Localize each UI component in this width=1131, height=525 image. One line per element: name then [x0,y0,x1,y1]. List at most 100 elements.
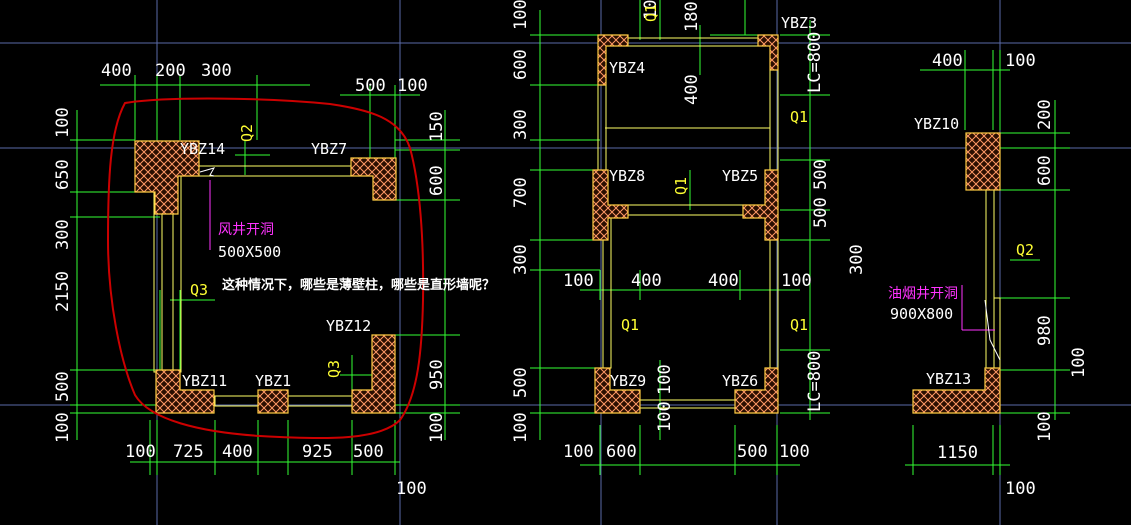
dim-right-top-2: 100 [1005,51,1036,71]
label-ybz7: YBZ7 [311,140,347,158]
label-ybz12: YBZ12 [326,317,371,335]
label-q3-vertical: Q3 [325,360,343,378]
dim-right-top-1: 400 [932,51,963,71]
dim-mid-r-2: 500 [811,159,831,190]
column-ybz13 [912,367,1001,414]
label-q1-top: Q1 [642,4,660,22]
label-q1-middle: Q1 [672,177,690,195]
label-ybz5: YBZ5 [722,167,758,185]
dim-left-v-4: 2150 [53,271,73,312]
label-q1-right-upper: Q1 [790,108,808,126]
dim-left-r-4: 100 [427,412,447,443]
label-q3-left: Q3 [190,281,208,299]
dim-mid-mid-2: 400 [631,271,662,291]
dim-right-bottom-1: 1150 [937,443,978,463]
dim-left-r-3: 950 [427,359,447,390]
dim-mid-vert-3: 100 [655,364,675,395]
left-dimension-lines [70,75,460,475]
column-ybz5 [742,169,779,241]
revision-cloud [106,97,425,440]
opening-name-left: 风井开洞 [218,222,274,238]
label-q1-lower-left: Q1 [621,316,639,334]
label-ybz8: YBZ8 [609,167,645,185]
dim-left-bottom-extra: 100 [396,479,427,499]
dim-mid-mid-4: 100 [781,271,812,291]
dim-left-r-2: 600 [427,165,447,196]
dim-left-topright-2: 100 [397,76,428,96]
dim-left-bottom-5: 500 [353,442,384,462]
column-ybz3 [757,34,779,71]
dim-mid-v-7: 100 [511,412,531,443]
right-plan [905,50,1070,475]
dim-mid-mid-1: 100 [563,271,594,291]
dim-left-topright-1: 500 [355,76,386,96]
dim-mid-bottom-2: 600 [606,442,637,462]
question-text: 这种情况下，哪些是薄壁柱，哪些是直形墙呢？ [222,277,495,293]
label-ybz11: YBZ11 [182,372,227,390]
column-ybz10 [965,132,1001,191]
dim-right-r-4: 100 [1035,411,1055,442]
label-q1-lower-right: Q1 [790,316,808,334]
dim-right-r-2: 600 [1035,155,1055,186]
column-ybz6 [734,367,779,414]
label-ybz13: YBZ13 [926,370,971,388]
label-ybz3: YBZ3 [781,14,817,32]
dim-left-v-2: 650 [53,159,73,190]
label-ybz9: YBZ9 [610,372,646,390]
dim-right-r-1: 200 [1035,99,1055,130]
label-ybz6: YBZ6 [722,372,758,390]
dim-mid-r-1: LC=800 [805,32,825,93]
dim-left-top-1: 400 [101,61,132,81]
column-ybz8 [592,169,629,241]
column-ybz14 [134,140,200,215]
dim-left-bottom-2: 725 [173,442,204,462]
dim-mid-vert-1: 400 [682,74,702,105]
label-q2-left: Q2 [238,124,256,142]
dim-mid-bottom-3: 500 [737,442,768,462]
column-ybz1 [257,389,289,414]
label-ybz4: YBZ4 [609,59,645,77]
dim-left-top-3: 300 [201,61,232,81]
dim-mid-bottom-4: 100 [779,442,810,462]
dim-mid-vert-2: 100 [655,401,675,432]
dim-mid-v-2: 600 [511,49,531,80]
column-ybz9 [594,367,641,414]
dim-mid-v-5: 300 [511,244,531,275]
dim-mid-v-6: 500 [511,367,531,398]
column-ybz12 [351,334,396,414]
dim-mid-v-1: 100 [511,0,531,30]
dim-left-bottom-3: 400 [222,442,253,462]
dim-left-bottom-1: 100 [125,442,156,462]
middle-plan [530,0,830,475]
opening-name-right: 油烟井开洞 [888,286,958,302]
dim-right-r-extra: 100 [1069,347,1089,378]
dim-mid-r-4: LC=800 [805,351,825,412]
dim-mid-v-4: 700 [511,177,531,208]
opening-size-left: 500X500 [218,243,281,261]
opening-size-right: 900X800 [890,305,953,323]
dim-left-v-5: 500 [53,371,73,402]
dim-mid-r-extra: 300 [847,244,867,275]
dim-mid-r-3: 500 [811,197,831,228]
dim-mid-v-3: 300 [511,109,531,140]
dim-right-r-3: 980 [1035,315,1055,346]
column-ybz4 [597,34,629,86]
dim-mid-top-2: 180 [682,1,702,32]
dim-left-v-6: 100 [53,412,73,443]
dim-right-bottom-extra: 100 [1005,479,1036,499]
dim-left-v-3: 300 [53,219,73,250]
dim-mid-bottom-1: 100 [563,442,594,462]
label-ybz14: YBZ14 [180,140,225,158]
left-plan [70,75,460,475]
dim-left-v-1: 100 [53,107,73,138]
label-q2-right: Q2 [1016,241,1034,259]
label-ybz1: YBZ1 [255,372,291,390]
dim-left-r-1: 150 [427,111,447,142]
right-dimension-lines [905,50,1070,475]
label-ybz10: YBZ10 [914,115,959,133]
dim-mid-top-1: 100 [641,0,661,20]
column-ybz7 [350,157,397,201]
